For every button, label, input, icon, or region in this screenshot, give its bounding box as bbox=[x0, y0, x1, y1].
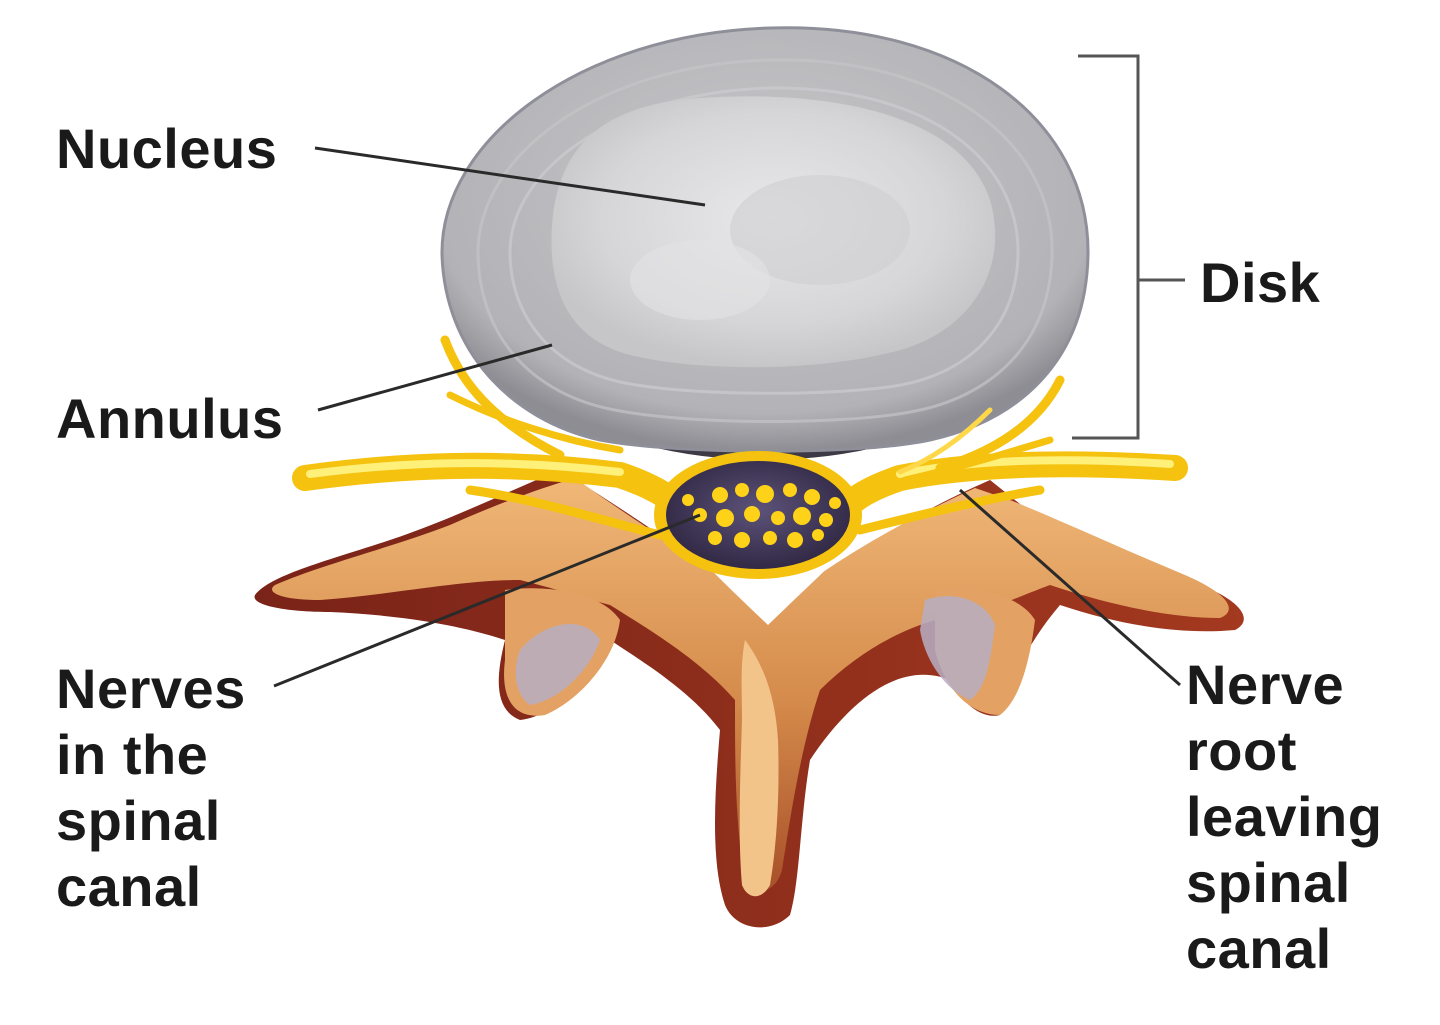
label-disk: Disk bbox=[1200, 250, 1320, 316]
intervertebral-disk bbox=[440, 26, 1090, 460]
label-line: canal bbox=[1186, 917, 1332, 980]
left-facet bbox=[515, 623, 600, 705]
nerve-branch bbox=[897, 407, 993, 475]
nerve-branch bbox=[901, 436, 1054, 484]
nerve-network bbox=[292, 335, 1188, 540]
disk-bracket bbox=[1072, 54, 1185, 440]
cauda-equina-nerves bbox=[682, 483, 841, 548]
label-line: leaving bbox=[1186, 785, 1383, 848]
disk-bracket-line bbox=[1072, 54, 1140, 440]
label-line: Nerve bbox=[1186, 653, 1345, 716]
label-line: canal bbox=[56, 855, 202, 918]
nerve-branch bbox=[935, 375, 1065, 473]
annulus-ring-inner bbox=[508, 86, 1020, 395]
right-facet bbox=[920, 596, 995, 700]
nerve-branch bbox=[446, 391, 624, 454]
label-line: Nerves bbox=[56, 657, 246, 720]
leader-lines bbox=[273, 146, 1181, 688]
label-nucleus-text: Nucleus bbox=[56, 117, 278, 180]
nerve-root-leader-line bbox=[959, 488, 1181, 687]
label-nerve-root-leaving-canal: Nerve root leaving spinal canal bbox=[1186, 652, 1382, 982]
label-annulus-text: Annulus bbox=[56, 387, 284, 450]
nerve-branch bbox=[440, 335, 565, 460]
nucleus-texture bbox=[630, 240, 770, 320]
nerve-branch bbox=[855, 485, 1045, 535]
nerves-canal-leader-line bbox=[273, 513, 701, 688]
nucleus-texture bbox=[730, 175, 910, 285]
nucleus-leader-line bbox=[314, 146, 706, 207]
spinous-process bbox=[739, 640, 779, 897]
nerve-bundle-left-highlight bbox=[306, 459, 624, 478]
label-line: spinal bbox=[1186, 851, 1351, 914]
label-nerves-in-spinal-canal: Nerves in the spinal canal bbox=[56, 656, 246, 920]
annulus-ring-outer bbox=[476, 58, 1054, 423]
label-line: in the bbox=[56, 723, 209, 786]
vertebra bbox=[254, 470, 1244, 928]
annulus-leader-line bbox=[317, 343, 553, 412]
label-annulus: Annulus bbox=[56, 386, 283, 452]
label-nucleus: Nucleus bbox=[56, 116, 277, 182]
label-disk-text: Disk bbox=[1200, 251, 1321, 314]
nerve-branch bbox=[465, 485, 665, 540]
label-line: spinal bbox=[56, 789, 221, 852]
nerve-bundle-right-highlight bbox=[896, 456, 1174, 478]
label-line: root bbox=[1186, 719, 1297, 782]
spinal-canal bbox=[654, 451, 862, 579]
